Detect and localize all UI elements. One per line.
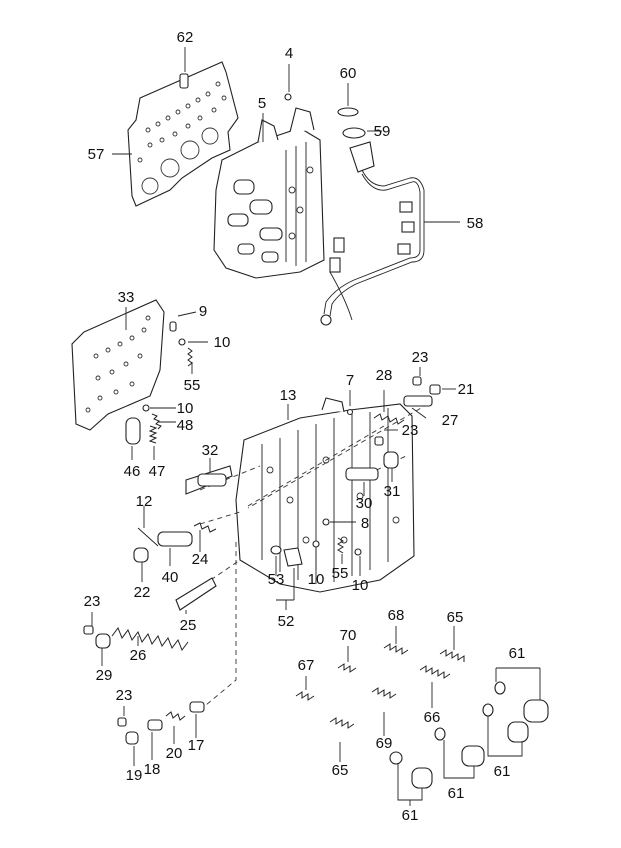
callout-label-5: 5 [258, 95, 266, 112]
callout-label-32: 32 [202, 442, 219, 459]
leader-lines [91, 47, 541, 806]
callout-label-65: 65 [447, 609, 464, 626]
callout-label-26: 26 [130, 647, 147, 664]
callout-label-53: 53 [268, 571, 285, 588]
callout-label-52: 52 [278, 613, 295, 630]
callout-label-47: 47 [149, 463, 166, 480]
callout-label-46: 46 [124, 463, 141, 480]
upper-valve-body [213, 107, 325, 279]
callout-label-58: 58 [467, 215, 484, 232]
callout-label-31: 31 [384, 483, 401, 500]
callout-label-10: 10 [308, 571, 325, 588]
part-4-check-ball [284, 93, 292, 101]
callout-label-61: 61 [448, 785, 465, 802]
callout-label-33: 33 [118, 289, 135, 306]
separator-plate-lower [71, 299, 165, 431]
callout-label-12: 12 [136, 493, 153, 510]
callout-label-66: 66 [424, 709, 441, 726]
callout-label-65: 65 [332, 762, 349, 779]
callout-label-10: 10 [177, 400, 194, 417]
callout-label-59: 59 [374, 123, 391, 140]
callout-label-19: 19 [126, 767, 143, 784]
callout-label-30: 30 [356, 495, 373, 512]
separator-plate-upper [127, 61, 239, 207]
callout-label-25: 25 [180, 617, 197, 634]
callout-label-24: 24 [192, 551, 209, 568]
accumulator-pistons [389, 681, 549, 789]
callout-label-61: 61 [509, 645, 526, 662]
callout-label-13: 13 [280, 387, 297, 404]
callout-label-48: 48 [177, 417, 194, 434]
callout-label-23: 23 [84, 593, 101, 610]
callout-label-57: 57 [88, 146, 105, 163]
wiring-harness [320, 141, 425, 326]
callout-label-62: 62 [177, 29, 194, 46]
callout-label-9: 9 [199, 303, 207, 320]
callout-label-68: 68 [388, 607, 405, 624]
callout-label-23: 23 [412, 349, 429, 366]
callout-label-10: 10 [214, 334, 231, 351]
callout-label-18: 18 [144, 761, 161, 778]
callout-label-22: 22 [134, 584, 151, 601]
valve-components [83, 321, 441, 745]
callout-label-55: 55 [184, 377, 201, 394]
callout-label-28: 28 [376, 367, 393, 384]
callout-label-69: 69 [376, 735, 393, 752]
callout-label-23: 23 [402, 422, 419, 439]
callout-label-4: 4 [285, 45, 293, 62]
callout-label-70: 70 [340, 627, 357, 644]
lower-valve-body [235, 397, 415, 593]
callout-label-8: 8 [361, 515, 369, 532]
callout-label-40: 40 [162, 569, 179, 586]
callout-label-60: 60 [340, 65, 357, 82]
callout-label-61: 61 [494, 763, 511, 780]
callout-label-61: 61 [402, 807, 419, 824]
callout-label-17: 17 [188, 737, 205, 754]
parts-60-59-rings [337, 107, 366, 139]
callout-label-55: 55 [332, 565, 349, 582]
callout-label-7: 7 [346, 372, 354, 389]
spring-set [295, 643, 465, 729]
callout-label-23: 23 [116, 687, 133, 704]
callout-label-29: 29 [96, 667, 113, 684]
callout-label-67: 67 [298, 657, 315, 674]
callout-label-20: 20 [166, 745, 183, 762]
part-62-clip [179, 73, 189, 89]
callout-label-21: 21 [458, 381, 475, 398]
callout-label-10: 10 [352, 577, 369, 594]
callout-label-27: 27 [442, 412, 459, 429]
